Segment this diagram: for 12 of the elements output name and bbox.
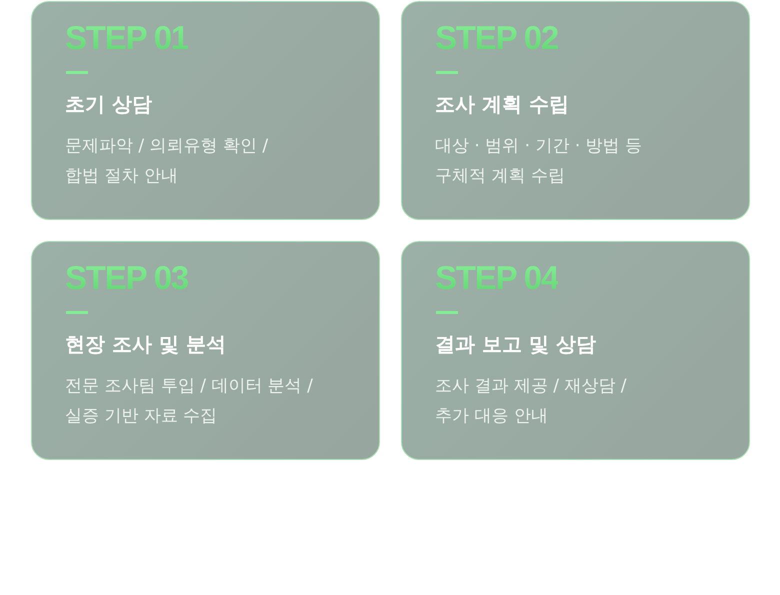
step-title: 초기 상담 <box>65 91 152 118</box>
step-card <box>401 1 750 220</box>
step-card <box>31 241 380 460</box>
step-description: 전문 조사팀 투입 / 데이터 분석 / 실증 기반 자료 수집 <box>65 375 314 428</box>
step-description: 대상 · 범위 · 기간 · 방법 등 구체적 계획 수립 <box>435 135 644 188</box>
step-title: 조사 계획 수립 <box>435 91 569 118</box>
step-title: 결과 보고 및 상담 <box>435 331 596 358</box>
step-description: 조사 결과 제공 / 재상담 / 추가 대응 안내 <box>435 375 628 428</box>
step-card <box>31 1 380 220</box>
step-card <box>401 241 750 460</box>
step-title: 현장 조사 및 분석 <box>65 331 226 358</box>
step-description: 문제파악 / 의뢰유형 확인 / 합법 절차 안내 <box>65 135 270 188</box>
